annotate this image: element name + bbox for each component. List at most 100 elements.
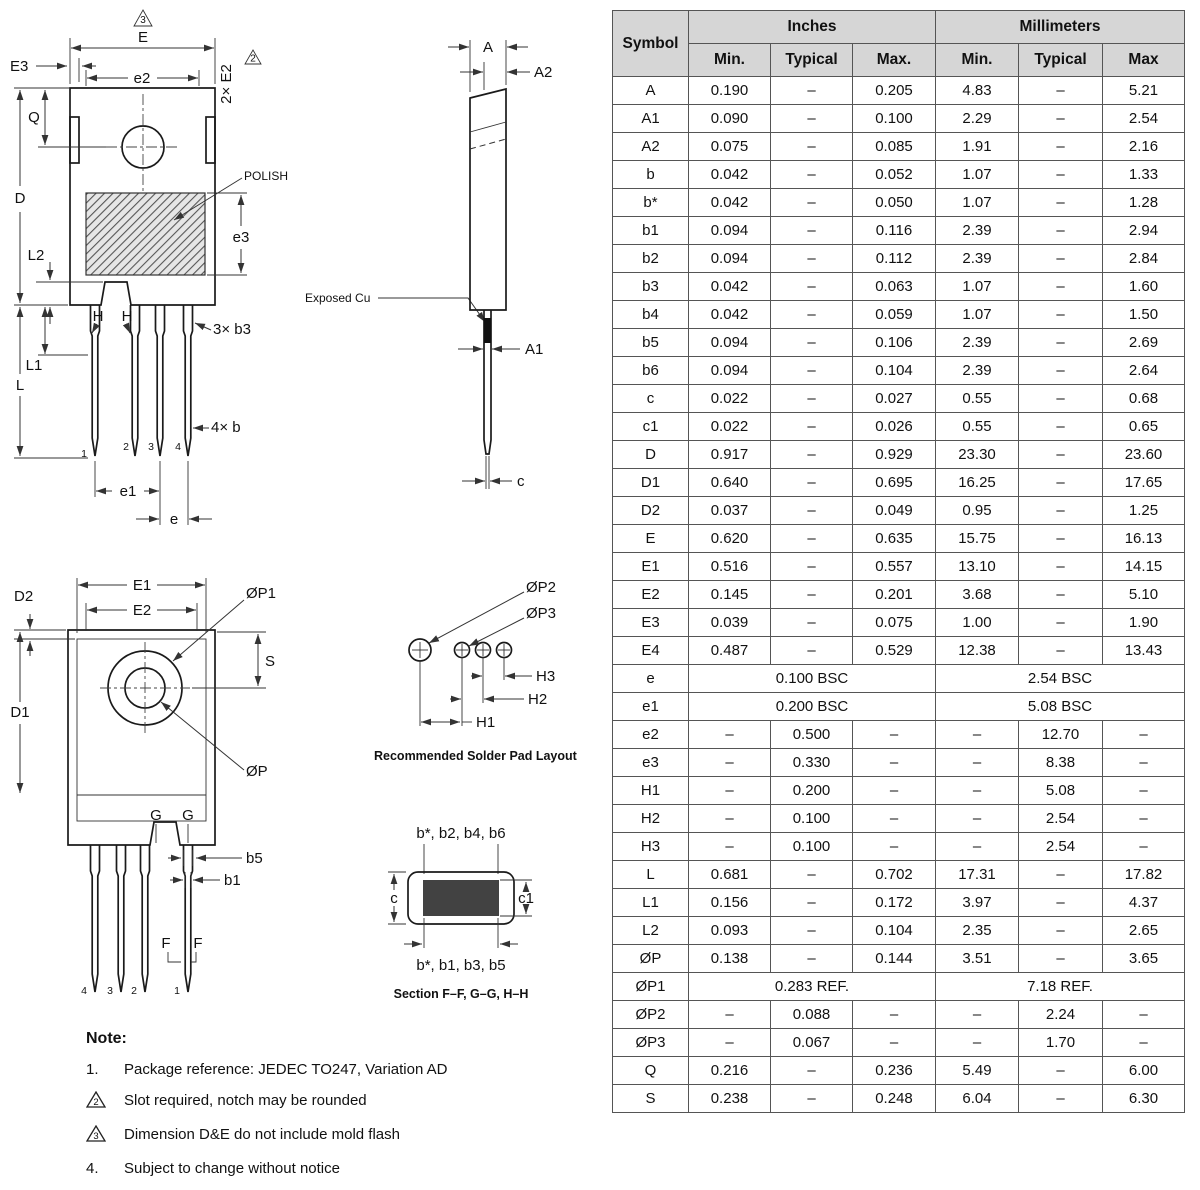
inches-value-cell: –: [770, 1084, 853, 1113]
symbol-cell: E4: [612, 636, 689, 665]
mm-value-cell: –: [1102, 1028, 1185, 1057]
pad-layout-caption: Recommended Solder Pad Layout: [374, 749, 578, 763]
inches-value-cell: –: [770, 244, 853, 273]
header-mm-min: Min.: [935, 43, 1019, 77]
inches-value-cell: 0.100: [770, 832, 853, 861]
front-body-outline: [69, 87, 216, 306]
mm-value-cell: 0.55: [935, 384, 1019, 413]
symbol-cell: b1: [612, 216, 689, 245]
mm-value-cell: –: [1102, 748, 1185, 777]
symbol-cell: L: [612, 860, 689, 889]
mm-value-cell: –: [1018, 468, 1103, 497]
mm-value-cell: 2.84: [1102, 244, 1185, 273]
inches-value-cell: 0.112: [852, 244, 936, 273]
mm-value-cell: 2.24: [1018, 1000, 1103, 1029]
notes: Note: 1. Package reference: JEDEC TO247,…: [85, 1030, 566, 1190]
mm-value-cell: 3.65: [1102, 944, 1185, 973]
mm-value-cell: 1.33: [1102, 160, 1185, 189]
mm-value-cell: –: [1018, 216, 1103, 245]
inches-value-cell: –: [770, 496, 853, 525]
mm-value-cell: –: [1018, 384, 1103, 413]
mm-value-cell: 8.38: [1018, 748, 1103, 777]
symbol-cell: ØP1: [612, 972, 689, 1001]
dim-4xb-label: 4× b: [211, 419, 241, 436]
inches-value-cell: 0.681: [688, 860, 771, 889]
header-inches: Inches: [688, 10, 936, 44]
mm-value-cell: –: [1018, 300, 1103, 329]
mm-value-cell: –: [1102, 720, 1185, 749]
dim-E-label: E: [138, 29, 148, 46]
inches-value-cell: 0.100: [770, 804, 853, 833]
inches-value-cell: –: [770, 384, 853, 413]
inches-value-cell: –: [770, 160, 853, 189]
symbol-cell: L1: [612, 888, 689, 917]
mm-value-cell: 0.95: [935, 496, 1019, 525]
front-leads: 1 2 3 4: [81, 305, 194, 460]
inches-value-cell: 0.201: [852, 580, 936, 609]
table-header: Symbol Inches Millimeters Min. Typical M…: [612, 10, 1185, 77]
inches-value-cell: 0.144: [852, 944, 936, 973]
symbol-cell: A: [612, 76, 689, 105]
inches-value-cell: –: [770, 1056, 853, 1085]
symbol-cell: E2: [612, 580, 689, 609]
symbol-cell: E3: [612, 608, 689, 637]
mm-value-cell: –: [1018, 1056, 1103, 1085]
inches-value-cell: 0.695: [852, 468, 936, 497]
dim-c-label: c: [517, 473, 525, 490]
section-inner: [423, 880, 499, 916]
inches-value-cell: 0.236: [852, 1056, 936, 1085]
mm-value-cell: –: [1018, 888, 1103, 917]
table-row: e3–0.330––8.38–: [612, 748, 1185, 777]
section-G-right-label: G: [182, 807, 194, 824]
mm-value-cell: 1.50: [1102, 300, 1185, 329]
symbol-cell: b5: [612, 328, 689, 357]
triangle-3-number: 3: [140, 15, 146, 26]
mm-value-cell: 2.54: [1102, 104, 1185, 133]
dim-S-label: S: [265, 653, 275, 670]
inches-value-cell: 0.330: [770, 748, 853, 777]
inches-value-cell: –: [770, 132, 853, 161]
mm-value-cell: –: [1018, 272, 1103, 301]
inches-value-cell: 0.216: [688, 1056, 771, 1085]
inches-value-cell: 0.248: [852, 1084, 936, 1113]
note-4-text: Subject to change without notice: [124, 1160, 340, 1177]
mm-value-cell: 2.39: [935, 244, 1019, 273]
mm-value-cell: 12.70: [1018, 720, 1103, 749]
mm-value-cell: –: [1018, 104, 1103, 133]
inches-value-cell: 0.094: [688, 356, 771, 385]
inches-value-cell: 0.042: [688, 160, 771, 189]
inches-value-cell: –: [770, 104, 853, 133]
inches-value-cell: 0.106: [852, 328, 936, 357]
mm-value-cell: –: [935, 748, 1019, 777]
symbol-cell: Q: [612, 1056, 689, 1085]
mm-value-cell: 4.37: [1102, 888, 1185, 917]
dim-b5-label: b5: [246, 850, 263, 867]
symbol-cell: E1: [612, 552, 689, 581]
inches-value-cell: –: [770, 328, 853, 357]
mm-value-cell: 2.54: [1018, 832, 1103, 861]
header-mm-typ: Typical: [1018, 43, 1103, 77]
inches-value-cell: 0.487: [688, 636, 771, 665]
mm-value-cell: –: [1102, 776, 1185, 805]
mm-value-cell: –: [1018, 916, 1103, 945]
mm-value-cell: 2.39: [935, 356, 1019, 385]
inches-value-cell: –: [770, 300, 853, 329]
dim-E3-label: E3: [10, 58, 28, 75]
pin-3-label: 3: [148, 441, 154, 453]
mm-value-cell: 1.90: [1102, 608, 1185, 637]
mm-value-cell: 1.60: [1102, 272, 1185, 301]
mm-value-cell: 2.29: [935, 104, 1019, 133]
svg-text:3: 3: [93, 1131, 98, 1142]
